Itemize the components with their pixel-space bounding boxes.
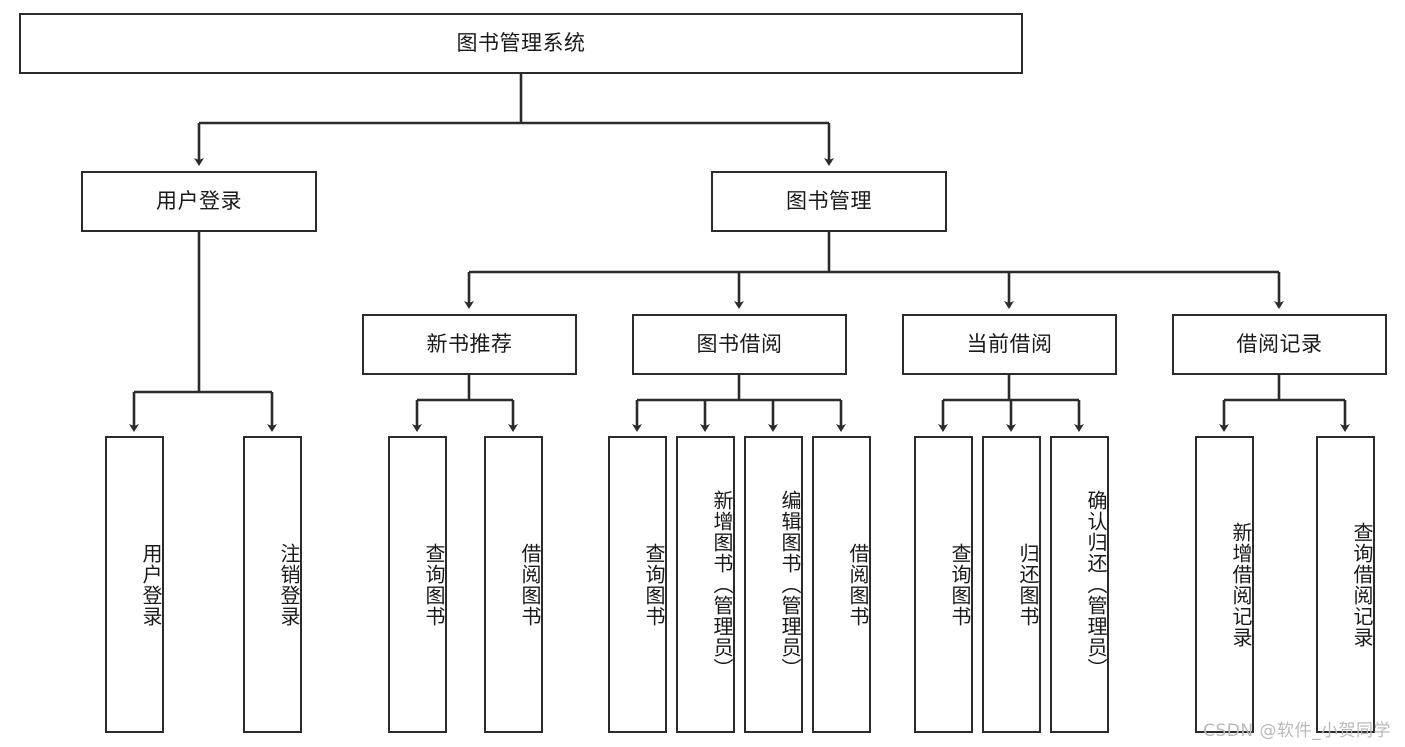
node-leaf-user-login[interactable]: 用户登录 bbox=[105, 436, 164, 733]
node-leaf-query-borrow-record-label: 查询借阅记录 bbox=[1350, 521, 1374, 648]
node-borrow-records-label: 借阅记录 bbox=[1236, 331, 1323, 356]
node-current-borrow[interactable]: 当前借阅 bbox=[902, 314, 1117, 375]
node-leaf-return-book[interactable]: 归还图书 bbox=[982, 436, 1041, 733]
node-leaf-add-book-admin[interactable]: 新增图书（管理员） bbox=[676, 436, 735, 733]
node-leaf-logout[interactable]: 注销登录 bbox=[243, 436, 302, 733]
node-user-login[interactable]: 用户登录 bbox=[81, 171, 317, 232]
node-leaf-confirm-return-admin-label: 确认归还（管理员） bbox=[1084, 490, 1108, 679]
node-leaf-edit-book-admin[interactable]: 编辑图书（管理员） bbox=[744, 436, 803, 733]
node-leaf-query-borrow-record[interactable]: 查询借阅记录 bbox=[1316, 436, 1375, 733]
node-leaf-query-book-new[interactable]: 查询图书 bbox=[388, 436, 447, 733]
node-book-management[interactable]: 图书管理 bbox=[711, 171, 947, 232]
node-current-borrow-label: 当前借阅 bbox=[966, 331, 1053, 356]
node-leaf-return-book-label: 归还图书 bbox=[1016, 542, 1040, 627]
node-leaf-user-login-label: 用户登录 bbox=[139, 542, 163, 627]
node-leaf-edit-book-admin-label: 编辑图书（管理员） bbox=[778, 490, 802, 679]
node-leaf-add-book-admin-label: 新增图书（管理员） bbox=[710, 490, 734, 679]
node-leaf-query-book-borrow-label: 查询图书 bbox=[642, 542, 666, 627]
node-new-book-recommend[interactable]: 新书推荐 bbox=[362, 314, 577, 375]
node-root[interactable]: 图书管理系统 bbox=[19, 13, 1023, 74]
node-leaf-query-book-current-label: 查询图书 bbox=[948, 542, 972, 627]
node-leaf-confirm-return-admin[interactable]: 确认归还（管理员） bbox=[1050, 436, 1109, 733]
node-leaf-borrow-book-new-label: 借阅图书 bbox=[518, 542, 542, 627]
node-book-management-label: 图书管理 bbox=[786, 188, 872, 213]
node-borrow-records[interactable]: 借阅记录 bbox=[1172, 314, 1387, 375]
node-leaf-add-borrow-record[interactable]: 新增借阅记录 bbox=[1195, 436, 1254, 733]
node-book-borrow[interactable]: 图书借阅 bbox=[632, 314, 847, 375]
node-root-label: 图书管理系统 bbox=[456, 30, 586, 55]
node-leaf-borrow-book-new[interactable]: 借阅图书 bbox=[484, 436, 543, 733]
node-leaf-borrow-book[interactable]: 借阅图书 bbox=[812, 436, 871, 733]
node-book-borrow-label: 图书借阅 bbox=[696, 331, 783, 356]
node-leaf-query-book-borrow[interactable]: 查询图书 bbox=[608, 436, 667, 733]
watermark: CSDN @软件_小贺同学 bbox=[1203, 721, 1391, 741]
node-leaf-add-borrow-record-label: 新增借阅记录 bbox=[1229, 521, 1253, 648]
node-user-login-label: 用户登录 bbox=[156, 188, 242, 213]
node-leaf-query-book-current[interactable]: 查询图书 bbox=[914, 436, 973, 733]
node-leaf-logout-label: 注销登录 bbox=[277, 542, 301, 627]
node-new-book-recommend-label: 新书推荐 bbox=[426, 331, 513, 356]
node-leaf-borrow-book-label: 借阅图书 bbox=[846, 542, 870, 627]
node-leaf-query-book-new-label: 查询图书 bbox=[422, 542, 446, 627]
